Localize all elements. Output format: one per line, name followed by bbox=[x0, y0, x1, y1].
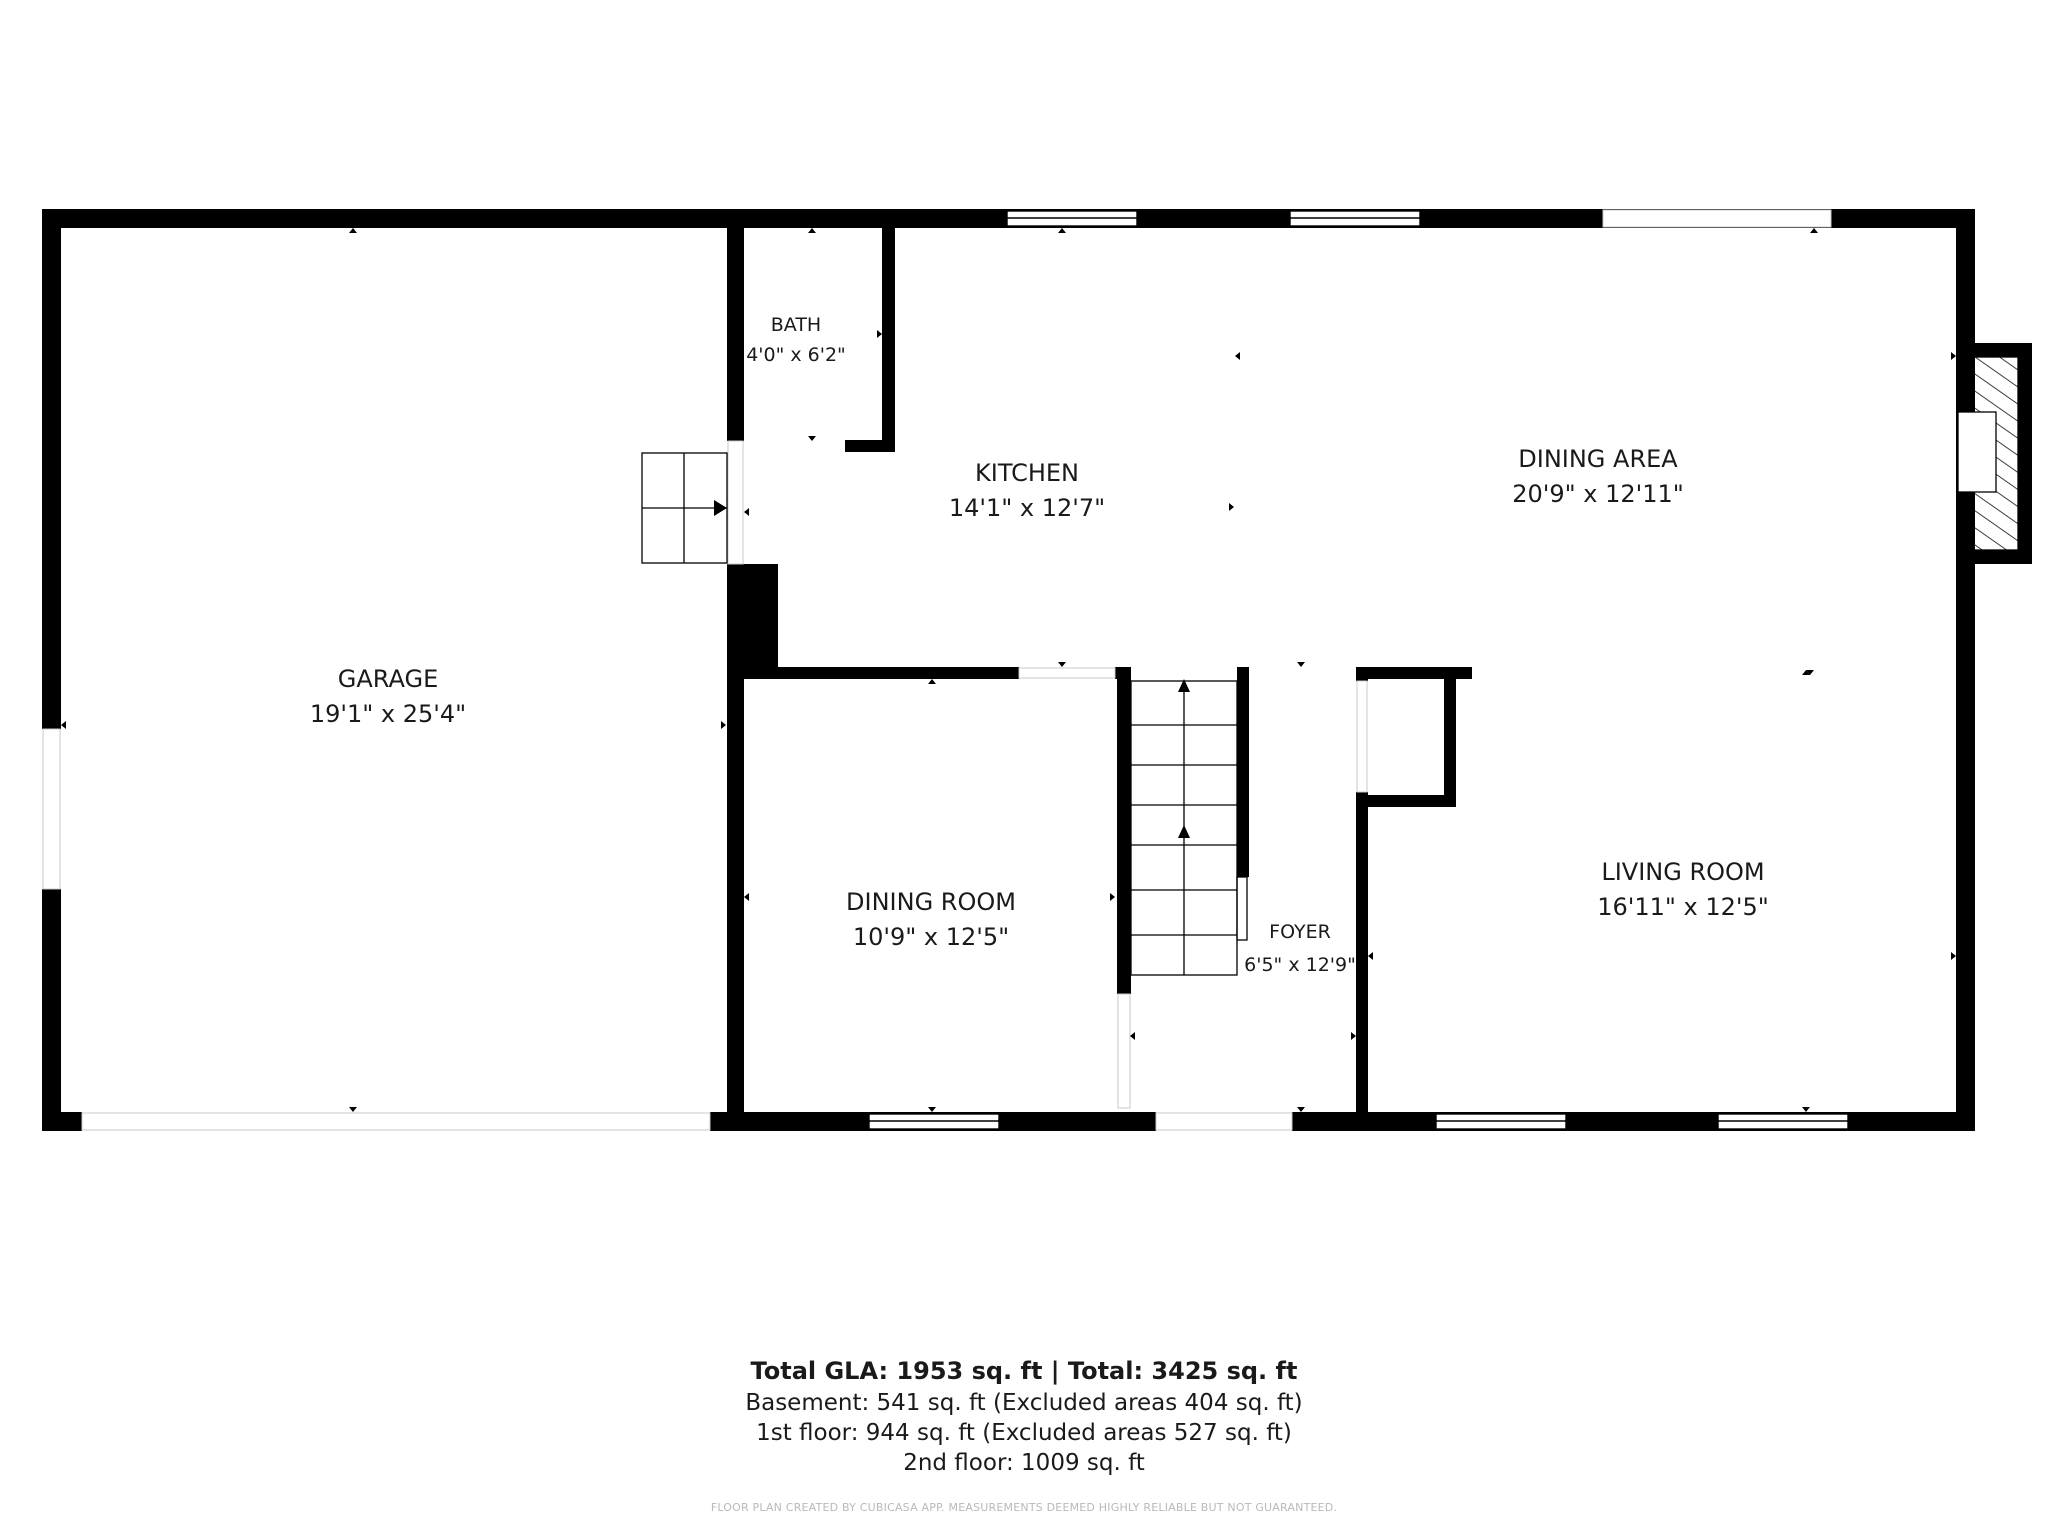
stair-arrow-up-icon bbox=[1178, 825, 1190, 838]
room-dimensions: 10'9" x 12'5" bbox=[853, 923, 1009, 951]
room-name: DINING AREA bbox=[1518, 445, 1678, 473]
first-floor-area: 1st floor: 944 sq. ft (Excluded areas 52… bbox=[756, 1420, 1292, 1446]
room-label-living-room: LIVING ROOM 16'11" x 12'5" bbox=[1597, 858, 1769, 921]
window-top-2 bbox=[1289, 210, 1421, 227]
interior-walls bbox=[727, 226, 1472, 1114]
front-door-opening bbox=[1155, 1112, 1293, 1131]
total-area-summary: Total GLA: 1953 sq. ft | Total: 3425 sq.… bbox=[750, 1357, 1298, 1385]
closet-opening bbox=[1356, 680, 1368, 793]
room-name: FOYER bbox=[1269, 921, 1331, 943]
room-dimensions: 6'5" x 12'9" bbox=[1244, 954, 1356, 976]
credit-disclaimer: FLOOR PLAN CREATED BY CUBICASA APP. MEAS… bbox=[710, 1501, 1338, 1514]
basement-area: Basement: 541 sq. ft (Excluded areas 404… bbox=[745, 1390, 1303, 1416]
room-label-dining-area: DINING AREA 20'9" x 12'11" bbox=[1512, 445, 1684, 508]
step-arrow-icon bbox=[714, 500, 727, 516]
room-dimensions: 14'1" x 12'7" bbox=[949, 494, 1105, 522]
room-name: DINING ROOM bbox=[846, 888, 1016, 916]
slider-door-opening bbox=[1602, 209, 1832, 228]
measurement-markers bbox=[61, 228, 1956, 1112]
room-label-dining-room: DINING ROOM 10'9" x 12'5" bbox=[846, 888, 1016, 951]
fireplace bbox=[1957, 356, 2019, 551]
window-bottom-2 bbox=[1435, 1113, 1567, 1130]
room-dimensions: 19'1" x 25'4" bbox=[310, 700, 466, 728]
staircase bbox=[1130, 680, 1248, 976]
room-name: KITCHEN bbox=[975, 459, 1079, 487]
room-name: LIVING ROOM bbox=[1601, 858, 1764, 886]
second-floor-area: 2nd floor: 1009 sq. ft bbox=[903, 1450, 1145, 1476]
room-label-garage: GARAGE 19'1" x 25'4" bbox=[310, 665, 466, 728]
door-openings bbox=[42, 209, 1832, 1131]
room-dimensions: 20'9" x 12'11" bbox=[1512, 480, 1684, 508]
stair-door-opening bbox=[1117, 993, 1131, 1109]
room-name: BATH bbox=[771, 314, 821, 336]
side-door-opening bbox=[42, 728, 61, 890]
window-top-1 bbox=[1006, 210, 1138, 227]
dining-room-opening bbox=[1018, 667, 1116, 679]
room-dimensions: 16'11" x 12'5" bbox=[1597, 893, 1769, 921]
window-bottom-3 bbox=[1717, 1113, 1849, 1130]
room-label-bath: BATH 4'0" x 6'2" bbox=[746, 314, 846, 366]
room-dimensions: 4'0" x 6'2" bbox=[746, 344, 846, 366]
windows bbox=[868, 210, 1849, 1130]
room-name: GARAGE bbox=[338, 665, 438, 693]
window-bottom-1 bbox=[868, 1113, 1000, 1130]
room-label-kitchen: KITCHEN 14'1" x 12'7" bbox=[949, 459, 1105, 522]
garage-entry-opening bbox=[727, 440, 744, 565]
room-label-foyer: FOYER 6'5" x 12'9" bbox=[1244, 921, 1356, 976]
garage-door-opening bbox=[81, 1112, 711, 1131]
stair-arrow-up-icon bbox=[1178, 679, 1190, 692]
